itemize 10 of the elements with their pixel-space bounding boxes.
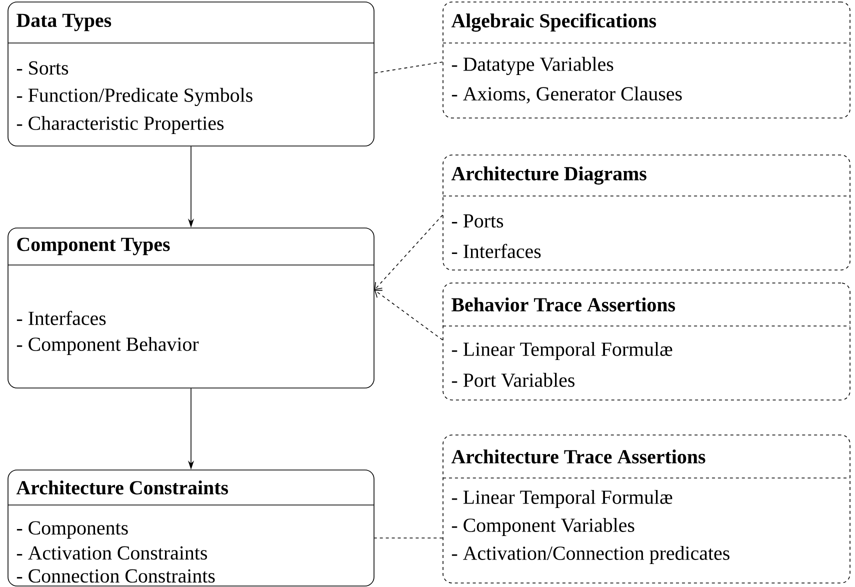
concept-box: Component Types - Interfaces - Component Behavior: [8, 228, 374, 388]
concept-box: Data Types - Sorts - Function/Predicate Symbols - Characteristic Properties: [8, 2, 374, 146]
note-box: Algebraic Specifications - Datatype Variables - Axioms, Generator Clauses: [442, 2, 850, 118]
arrow: [374, 214, 443, 290]
arrow: [374, 290, 443, 340]
note-box: Architecture Diagrams - Ports - Interfaces: [442, 154, 850, 270]
note-box: Behavior Trace Assertions - Linear Temporal Formulæ - Port Variables: [442, 282, 850, 400]
connector-line: [374, 62, 443, 74]
concept-box: Architecture Constraints - Components - Activation Constraints - Connection Constraints: [8, 470, 374, 586]
note-box: Architecture Trace Assertions - Linear Temporal Formulæ - Component Variables - Activation/Connection predicates: [442, 434, 850, 584]
